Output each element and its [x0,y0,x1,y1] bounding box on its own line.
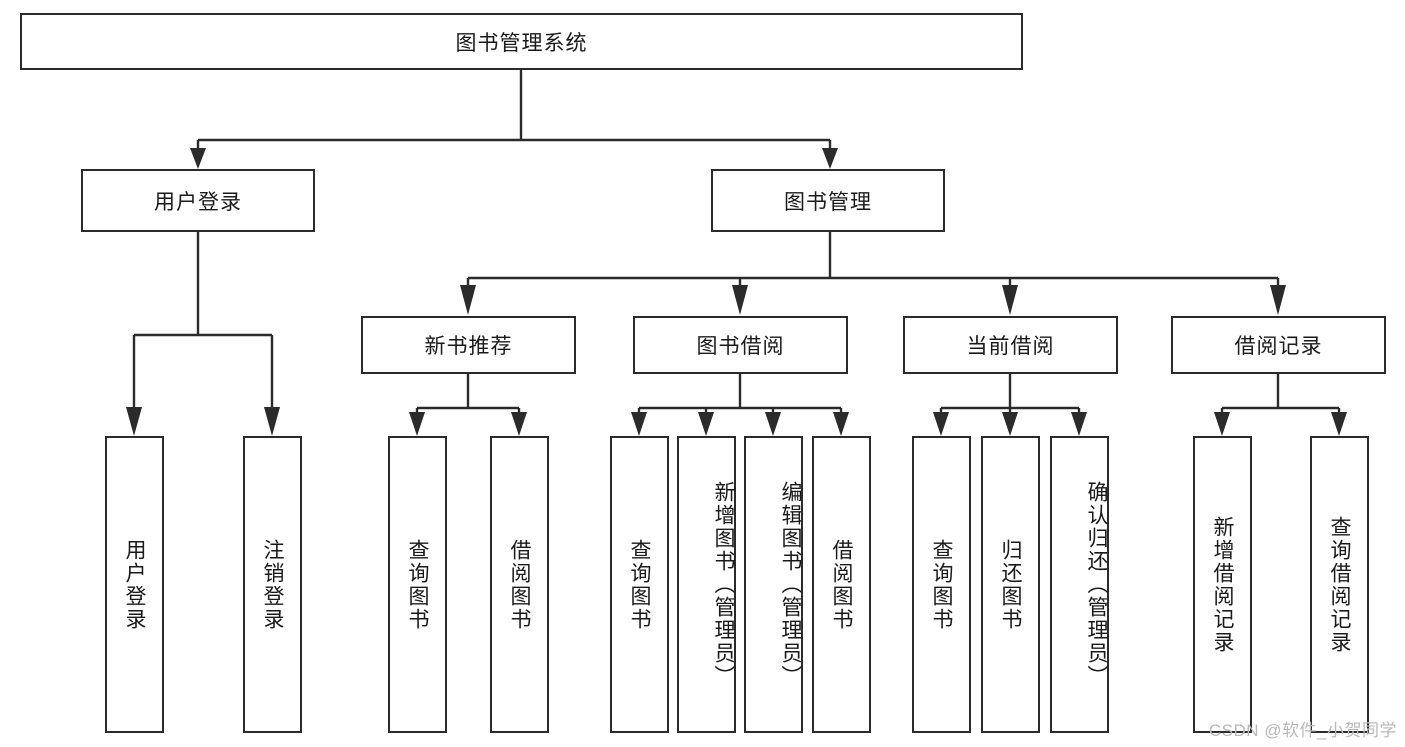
node-root[interactable]: 图书管理系统 [20,13,1023,70]
leaf-query-book-1[interactable]: 查询图书 [388,436,447,733]
leaf-query-book-1-label: 查询图书 [406,538,429,631]
leaf-return-book-label: 归还图书 [999,538,1022,631]
leaf-user-login[interactable]: 用户登录 [105,436,164,733]
leaf-confirm-return-label: 确认归还（管理员） [1085,481,1108,688]
leaf-return-book[interactable]: 归还图书 [981,436,1040,733]
node-new-book-recommend-label: 新书推荐 [424,335,513,358]
node-book-management[interactable]: 图书管理 [711,169,945,232]
arrowhead-current-borrow [1002,285,1018,315]
arrowhead-leaf-edit-book [765,412,781,436]
arrowhead-leaf-add-record [1214,412,1230,436]
arrowhead-leaf-logout-login [264,407,280,436]
arrowhead-leaf-query-record [1331,412,1347,436]
leaf-edit-book-label: 编辑图书（管理员） [779,481,802,688]
arrowhead-borrow-record [1270,285,1286,315]
leaf-borrow-book-1[interactable]: 借阅图书 [490,436,549,733]
leaf-add-book[interactable]: 新增图书（管理员） [677,436,736,733]
node-new-book-recommend[interactable]: 新书推荐 [361,316,576,374]
node-root-label: 图书管理系统 [455,31,588,55]
leaf-borrow-book-2-label: 借阅图书 [830,538,853,631]
leaf-add-book-label: 新增图书（管理员） [712,481,735,688]
node-borrow-record[interactable]: 借阅记录 [1171,316,1386,374]
node-borrow-record-label: 借阅记录 [1234,335,1323,358]
arrowhead-leaf-query-book-1 [409,412,425,436]
node-book-borrow-label: 图书借阅 [696,335,785,358]
arrowhead-user-login [190,148,206,169]
arrowhead-leaf-confirm-return [1071,412,1087,436]
node-current-borrow[interactable]: 当前借阅 [903,316,1118,374]
leaf-confirm-return[interactable]: 确认归还（管理员） [1050,436,1109,733]
leaf-edit-book[interactable]: 编辑图书（管理员） [744,436,803,733]
leaf-query-book-3[interactable]: 查询图书 [912,436,971,733]
arrowhead-leaf-borrow-book-1 [511,412,527,436]
leaf-add-record-label: 新增借阅记录 [1211,515,1234,654]
leaf-logout-login[interactable]: 注销登录 [243,436,302,733]
leaf-query-book-3-label: 查询图书 [930,538,953,631]
arrowhead-leaf-user-login [126,407,142,436]
node-user-login[interactable]: 用户登录 [81,169,315,232]
leaf-borrow-book-1-label: 借阅图书 [508,538,531,631]
node-user-login-label: 用户登录 [154,190,242,214]
node-book-borrow[interactable]: 图书借阅 [633,316,848,374]
leaf-add-record[interactable]: 新增借阅记录 [1193,436,1252,733]
leaf-query-book-2[interactable]: 查询图书 [610,436,669,733]
arrowhead-leaf-return-book [1002,412,1018,436]
leaf-query-record[interactable]: 查询借阅记录 [1310,436,1369,733]
arrowhead-leaf-borrow-book-2 [833,412,849,436]
leaf-query-record-label: 查询借阅记录 [1328,515,1351,654]
arrowhead-leaf-add-book [698,412,714,436]
leaf-user-login-label: 用户登录 [123,538,146,631]
watermark: CSDN @软件_小贺同学 [1208,721,1397,740]
leaf-logout-login-label: 注销登录 [261,538,284,631]
leaf-borrow-book-2[interactable]: 借阅图书 [812,436,871,733]
arrowhead-book-borrow [732,285,748,315]
node-current-borrow-label: 当前借阅 [966,335,1055,358]
arrowhead-book-management [822,148,838,169]
leaf-query-book-2-label: 查询图书 [628,538,651,631]
node-book-management-label: 图书管理 [784,190,872,214]
arrowhead-leaf-query-book-3 [933,412,949,436]
arrowhead-leaf-query-book-2 [631,412,647,436]
arrowhead-new-book-recommend [460,285,476,315]
